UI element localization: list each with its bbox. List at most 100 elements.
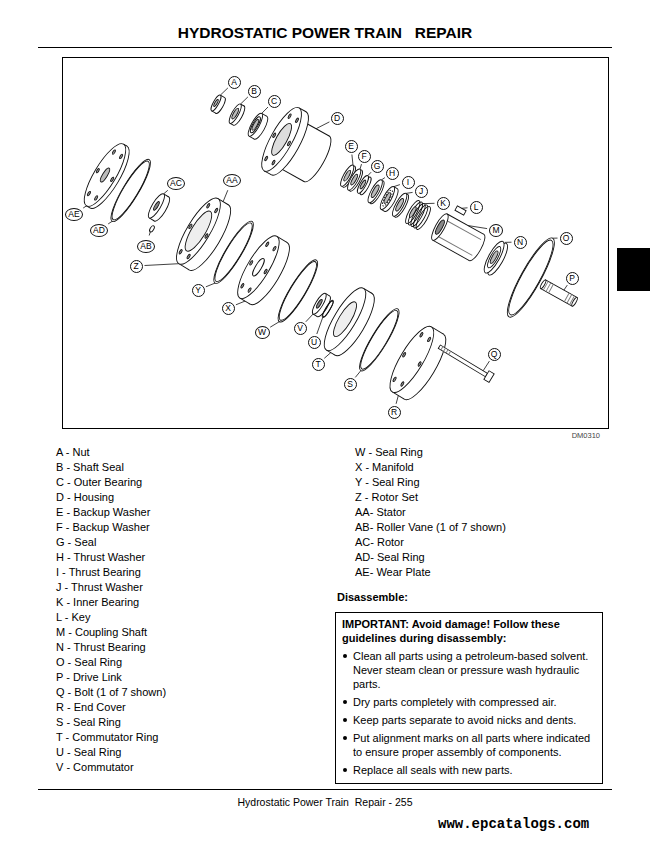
notice-body: IMPORTANT: Avoid damage! Follow these gu… [342, 617, 596, 777]
leader-line [394, 185, 400, 187]
shaft-seal-part [231, 108, 240, 120]
parts-key-entry: H - Thrust Washer [56, 550, 145, 564]
leader-lines [83, 88, 567, 404]
parts-key-entry: I - Thrust Bearing [56, 565, 141, 579]
seal-part [355, 174, 370, 194]
bolt-part [443, 348, 445, 351]
parts-key-entry: T - Commutator Ring [56, 730, 159, 744]
leader-line [505, 242, 512, 243]
parts-key-entry: C - Outer Bearing [56, 475, 142, 489]
commutator-ring-part [317, 283, 381, 361]
thrust-bearing-part [481, 239, 511, 278]
seal-ring-part [321, 299, 335, 318]
parts-key-entry: E - Backup Washer [56, 505, 150, 519]
manifold-part [240, 283, 244, 288]
housing-part [255, 103, 341, 194]
drive-link-part [571, 297, 578, 307]
manifold-part [231, 231, 297, 310]
nut-part [209, 94, 222, 112]
callout-letter: V [294, 322, 307, 335]
nut-part [209, 94, 227, 115]
parts-key-entry: O - Seal Ring [56, 655, 122, 669]
callout-letter: W [255, 326, 270, 339]
wear-plate-part [119, 154, 123, 159]
leader-line [396, 396, 398, 404]
end-cover-part [417, 361, 421, 366]
commutator-part [310, 292, 333, 319]
housing-part [264, 156, 268, 161]
outer-bearing-part [246, 112, 265, 139]
wear-plate-part [77, 139, 133, 212]
leader-line [462, 207, 468, 209]
bullet-item: Clean all parts using a petroleum-based … [342, 649, 596, 691]
callout-letter: Q [488, 348, 501, 361]
leader-line [317, 318, 323, 335]
parts-key-entry: D - Housing [56, 490, 114, 504]
callout-letter: P [566, 272, 579, 285]
leader-line [83, 206, 86, 208]
drive-link-part [539, 279, 546, 289]
title-rule [38, 47, 612, 48]
seal-part [359, 179, 366, 189]
bolt-part [441, 347, 443, 350]
housing-part [272, 133, 276, 138]
leader-line [108, 221, 112, 224]
leader-line [236, 301, 245, 305]
callout-letter: Z [130, 260, 143, 273]
callout-letter: U [308, 336, 321, 349]
parts-key-entry: G - Seal [56, 535, 96, 549]
leader-line [424, 203, 434, 204]
page-title: HYDROSTATIC POWER TRAIN REPAIR [0, 24, 650, 42]
leader-line [316, 122, 329, 129]
bullet-dot [343, 736, 347, 740]
thrust-bearing-part [485, 245, 503, 269]
stator-part [181, 208, 217, 255]
leader-line [360, 164, 362, 169]
parts-key-entry: AC- Rotor [355, 535, 404, 549]
bullet-item: Replace all seals with new parts. [342, 763, 596, 777]
coupling-shaft-part [436, 235, 473, 255]
stator-part [188, 224, 192, 229]
end-cover-part [392, 392, 404, 399]
key-part [455, 206, 466, 215]
section-tab [617, 248, 650, 291]
wear-plate-part [94, 195, 98, 200]
parts-key-entry: AA- Stator [355, 505, 406, 519]
callout-letter: E [345, 140, 358, 153]
leader-line [553, 238, 558, 239]
callout-letter: L [470, 201, 483, 214]
inner-bearing-part [408, 206, 417, 218]
leader-line [206, 283, 215, 287]
thrust-bearing-part [383, 192, 392, 204]
leader-line [241, 97, 248, 104]
watermark: www.epcatalogs.com [438, 816, 589, 832]
manifold-part [251, 257, 266, 277]
end-cover-part [400, 381, 404, 386]
commutator-ring-part [330, 299, 361, 339]
thrust-washer-part [394, 198, 404, 212]
footer-rule [38, 789, 612, 790]
seal-ring-part [107, 157, 155, 223]
callout-letter: K [437, 197, 450, 210]
lower-parts [76, 137, 498, 432]
coupling-shaft-part [429, 212, 451, 243]
bullet-text: Dry parts completely with compressed air… [353, 695, 596, 709]
callout-letter: AE [65, 208, 83, 221]
parts-key-entry: AB- Roller Vane (1 of 7 shown) [355, 520, 506, 534]
parts-key-entry: V - Commutator [56, 760, 134, 774]
parts-key-entry: Z - Rotor Set [355, 490, 418, 504]
leader-line [352, 155, 353, 166]
parts-key-entry: AE- Wear Plate [355, 565, 431, 579]
stator-part [206, 203, 210, 208]
outer-bearing-part [251, 119, 260, 131]
bolt-part [446, 350, 448, 353]
callout-letter: M [489, 224, 503, 237]
bullet-item: Dry parts completely with compressed air… [342, 695, 596, 709]
seal-ring-part [500, 233, 561, 321]
callout-letter: AA [223, 174, 241, 187]
thrust-washer-part [370, 184, 380, 198]
bolt-part [438, 345, 487, 377]
thrust-bearing-part [489, 250, 499, 264]
bullet-text: Replace all seals with new parts. [353, 763, 596, 777]
parts-key-entry: Y - Seal Ring [355, 475, 420, 489]
